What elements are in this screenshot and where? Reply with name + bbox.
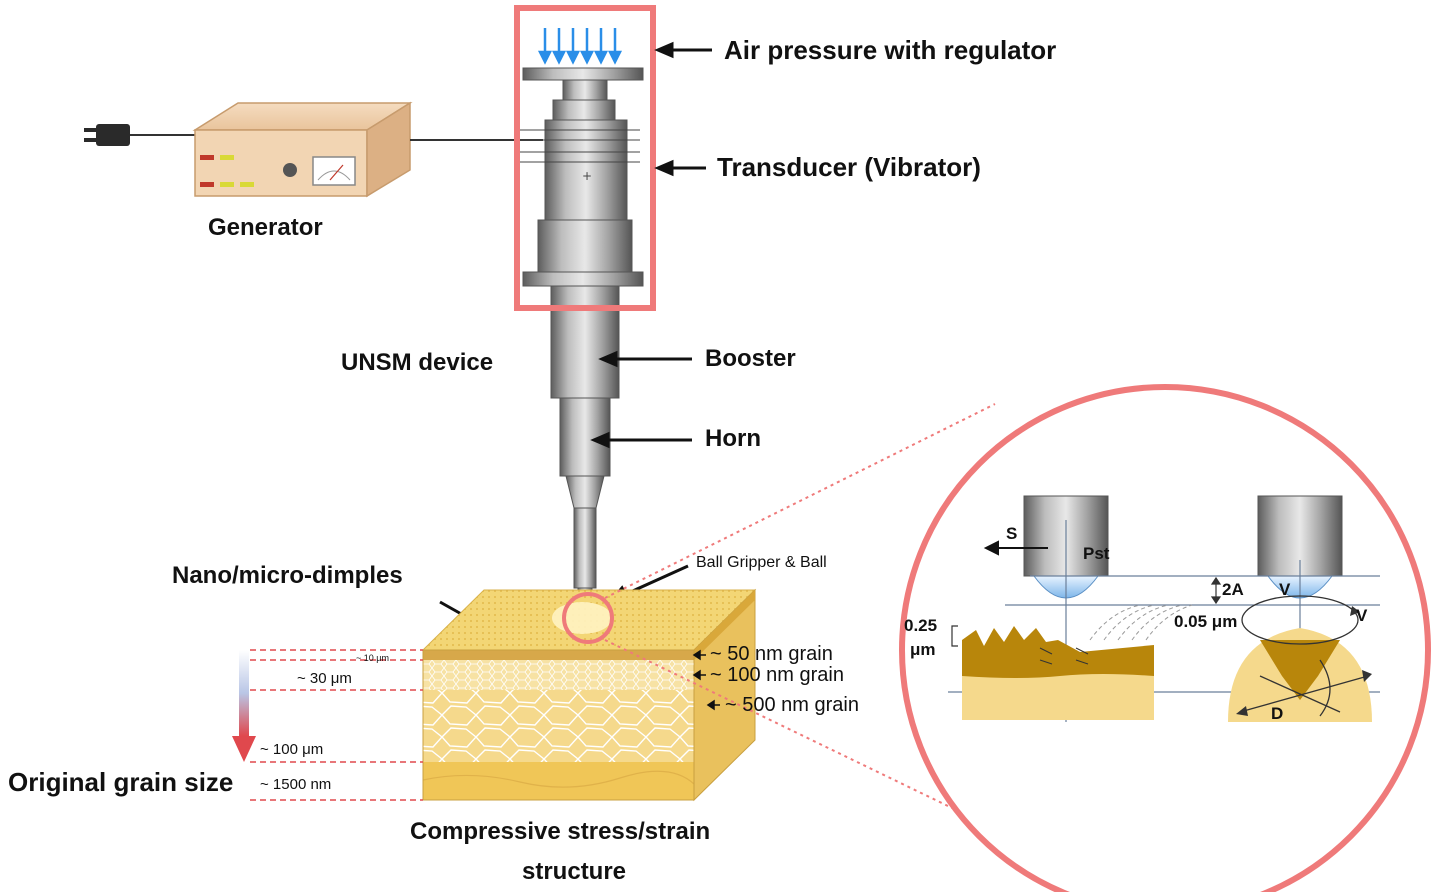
label-nano-dimples: Nano/micro-dimples [172,562,403,589]
dimple-highlight-circle [562,592,614,644]
label-horn: Horn [705,425,761,452]
inset-label-roughness-unit: μm [910,640,936,659]
label-ball-gripper: Ball Gripper & Ball [696,554,827,571]
label-compressive-line1: Compressive stress/strain [410,818,711,845]
label-grain-50: ~ 50 nm grain [710,643,833,665]
label-original-grain: Original grain size [8,767,234,797]
inset-label-s: S [1006,524,1018,543]
inset-label-roughness: 0.25 [904,616,938,635]
depth-lines [250,649,423,801]
inset-label-v1: V [1279,580,1291,599]
label-booster: Booster [705,345,796,372]
label-transducer: Transducer (Vibrator) [717,152,981,182]
label-unsm-device: UNSM device [341,349,494,376]
label-depth-1500: ~ 1500 nm [260,776,332,793]
air-pressure-arrows [537,28,623,65]
zoom-connector-lines [604,403,1011,837]
label-depth-30: ~ 30 μm [297,670,352,687]
workpiece-block [421,588,757,802]
label-compressive-line2: structure [522,858,627,885]
svg-text:+: + [582,169,592,183]
inset-label-d: D [1271,704,1284,723]
inset-label-v2: V [1356,606,1368,625]
inset-label-dimple-depth: 0.05 μm [1174,612,1238,631]
generator [84,101,543,198]
inset-label-pst: Pst [1083,544,1110,563]
label-air-pressure: Air pressure with regulator [724,35,1057,65]
transducer-highlight [514,5,656,311]
label-grain-500: ~ 500 nm grain [725,694,859,716]
depth-arrow [232,650,256,762]
inset-label-2a: 2A [1222,580,1244,599]
power-plug-icon [84,124,198,146]
unsm-device: + [520,28,644,610]
label-generator: Generator [208,214,323,241]
label-depth-10: ~ 10 μm [356,653,389,663]
label-depth-100: ~ 100 μm [260,741,324,758]
inset-zoom [899,384,1431,892]
inset-circle-border [899,384,1431,892]
label-grain-100: ~ 100 nm grain [710,664,844,686]
grain-pointer-arrows [692,649,720,711]
